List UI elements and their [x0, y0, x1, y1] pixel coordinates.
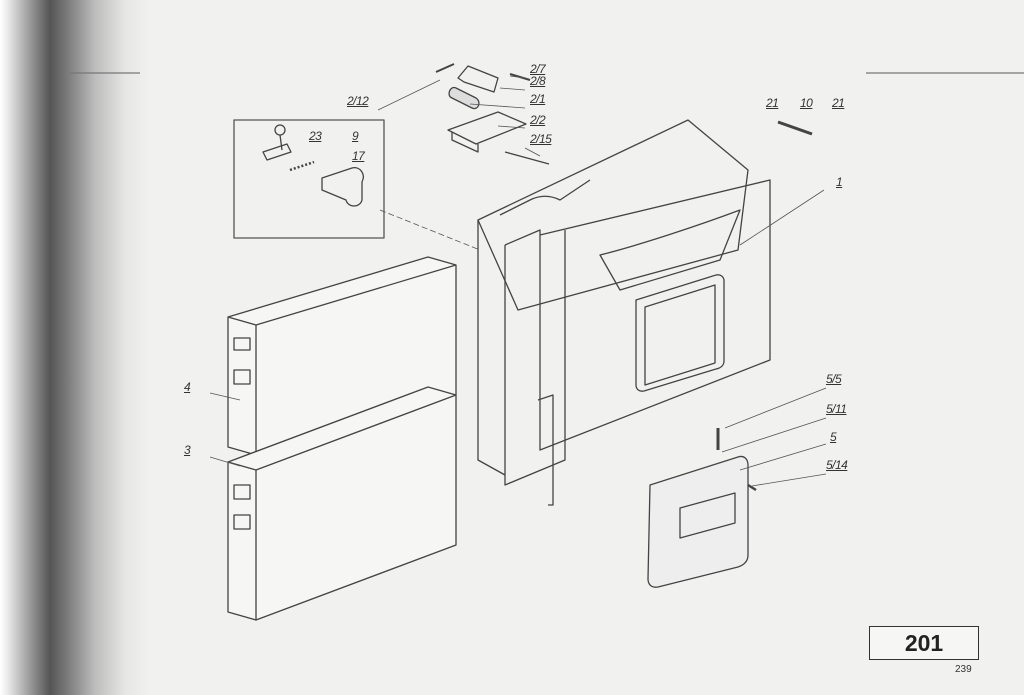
book-binding-shadow [0, 0, 150, 695]
part-label: 21 [832, 96, 845, 110]
part-label: 5/11 [826, 402, 847, 416]
part-label: 2/2 [530, 113, 546, 127]
part-label: 21 [766, 96, 779, 110]
part-label: 17 [352, 149, 365, 163]
part-label: 5/5 [826, 372, 842, 386]
part-label: 3 [184, 443, 191, 457]
part-label: 2/1 [530, 92, 546, 106]
part-label: 2/8 [530, 74, 546, 88]
cover-plate-part-5 [647, 428, 757, 588]
part-label: 5 [830, 430, 837, 444]
part-label: 2/12 [347, 94, 369, 108]
pin-part-10 [777, 120, 813, 136]
part-label: 2/15 [530, 132, 552, 146]
part-label: 4 [184, 380, 191, 394]
part-label: 5/14 [826, 458, 848, 472]
part-label: 2/7 [530, 62, 546, 76]
page-number: 239 [955, 664, 972, 675]
main-housing-part-1 [477, 119, 771, 506]
inset-parts [262, 124, 364, 207]
leader-lines [209, 75, 827, 487]
figure-number-box: 201 [869, 626, 979, 660]
part-label: 9 [352, 129, 359, 143]
detail-inset-box [233, 119, 385, 239]
part-label: 23 [309, 129, 322, 143]
part-label: 10 [800, 96, 813, 110]
drawer-part-3 [227, 386, 457, 621]
latch-assembly [435, 63, 550, 165]
part-label: 1 [836, 175, 843, 189]
